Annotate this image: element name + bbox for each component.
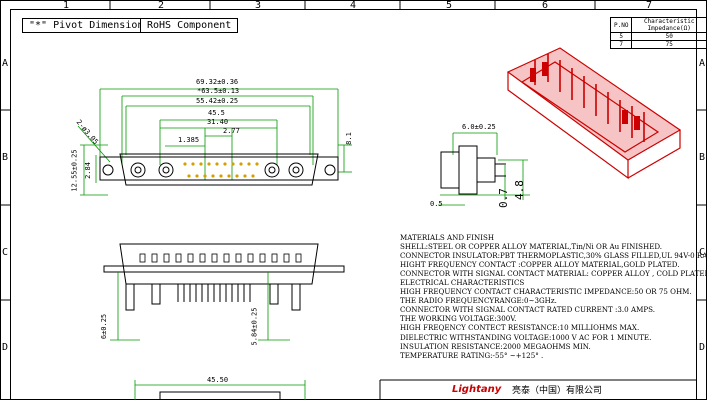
dimension-label: 45.5 xyxy=(208,109,225,117)
col-label: 6 xyxy=(542,0,549,11)
note-line: CONNECTOR WITH SIGNAL CONTACT RATED CURR… xyxy=(400,305,655,315)
row-label: B xyxy=(699,152,706,163)
note-line: MATERIALS AND FINISH xyxy=(400,233,495,242)
table-cell: 75 xyxy=(631,40,707,49)
dimension-label: 6±0.25 xyxy=(100,313,109,340)
col-label: 5 xyxy=(446,0,453,11)
col-label: 1 xyxy=(63,0,70,11)
note-line: TEMPERATURE RATING:-55° ~+125° . xyxy=(400,350,544,360)
row-label: D xyxy=(699,342,706,353)
top-view xyxy=(103,243,345,400)
note-line: INSULATION RESISTANCE:2000 MEGAOHMS MIN. xyxy=(400,341,591,351)
note-line: HIGH FREQUENCY CONTACT CHARACTERISTIC IM… xyxy=(400,287,692,297)
pivot-dimension-tag: "*" Pivot Dimension xyxy=(22,18,151,33)
note-line: HIGHT FREQUENCY CONTACT :COPPER ALLOY MA… xyxy=(400,260,680,270)
dimension-label: 8.1 xyxy=(344,132,353,145)
row-label: A xyxy=(2,58,9,69)
dimension-label: 31.40 xyxy=(207,118,229,126)
dimension-label: 5.84±0.25 xyxy=(250,307,259,346)
dimension-label: 2.77 xyxy=(223,127,240,135)
note-line: DIELECTRIC WITHSTANDING VOLTAGE:1000 V A… xyxy=(400,332,652,342)
dimension-label: 45.50 xyxy=(207,376,229,384)
note-line: SHELL:STEEL OR COPPER ALLOY MATERIAL,Tin… xyxy=(400,242,663,252)
row-label: C xyxy=(2,247,9,258)
col-label: 7 xyxy=(646,0,653,11)
dimension-label: 0.7 xyxy=(496,188,510,208)
note-line: THE WORKING VOLTAGE:300V. xyxy=(400,314,517,324)
dimension-label: 4.8 xyxy=(512,180,526,200)
row-label: C xyxy=(699,247,706,258)
dimension-label: 55.42±0.25 xyxy=(196,97,239,105)
dimension-label: 2.84 xyxy=(83,162,92,179)
dimension-label: 0.5 xyxy=(430,200,443,208)
dimension-label: 6.0±0.25 xyxy=(462,123,496,131)
company-name: 亮泰（中国）有限公司 xyxy=(512,386,603,396)
company-logo: Lightany xyxy=(452,384,502,395)
connector-3d-render xyxy=(506,47,682,180)
col-label: 4 xyxy=(350,0,357,11)
table-cell: 5 xyxy=(609,32,633,41)
dimension-label: 12.55±0.25 xyxy=(70,149,79,192)
dimension-label: *63.5±0.13 xyxy=(197,87,240,95)
side-view xyxy=(438,132,530,206)
table-cell: 7 xyxy=(609,40,633,49)
row-label: B xyxy=(2,152,9,163)
note-line: THE RADIO FREQUENCYRANGE:0~3GHz. xyxy=(400,296,557,306)
note-line: CONNECTOR WITH SIGNAL CONTACT MATERIAL: … xyxy=(400,269,707,279)
rohs-tag: RoHS Component xyxy=(140,18,239,33)
table-header: Characteristic Impedance(Ω) xyxy=(631,17,707,33)
col-label: 3 xyxy=(255,0,262,11)
dimension-label: 1.385 xyxy=(178,136,200,144)
note-line: HIGH FREQENCY CONTECT RESISTANCE:10 MILL… xyxy=(400,323,640,333)
materials-notes: MATERIALS AND FINISH SHELL:STEEL OR COPP… xyxy=(400,233,707,360)
note-line: ELECTRICAL CHARACTERISTICS xyxy=(400,278,525,288)
dimension-label: 69.32±0.36 xyxy=(196,78,239,86)
table-header: P.NO xyxy=(609,17,633,33)
front-view xyxy=(77,88,352,196)
col-label: 2 xyxy=(158,0,165,11)
row-label: A xyxy=(699,58,706,69)
row-label: D xyxy=(2,342,9,353)
table-cell: 50 xyxy=(631,32,707,41)
note-line: CONNECTOR INSULATOR:PBT THERMOPLASTIC,30… xyxy=(400,251,707,261)
